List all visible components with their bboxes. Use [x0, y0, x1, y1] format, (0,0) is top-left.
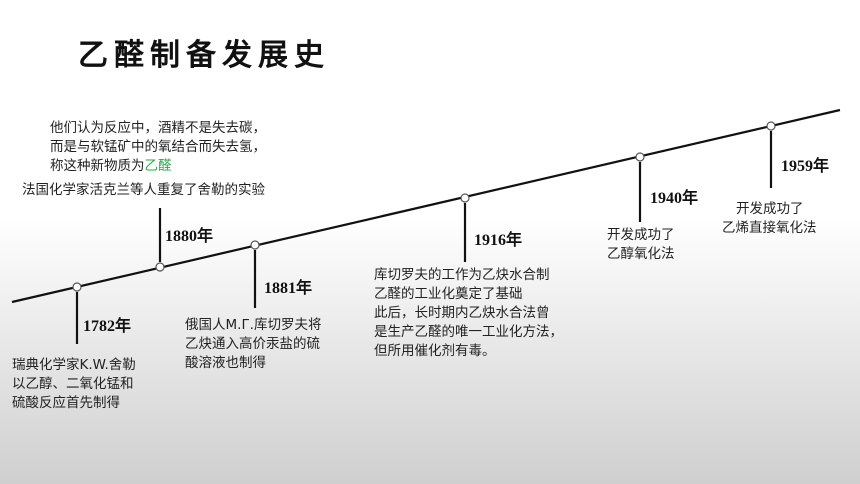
event-desc-line: 乙炔通入高价汞盐的硫	[185, 336, 320, 352]
event-desc-1881: 俄国人M.Г.库切罗夫将 乙炔通入高价汞盐的硫 酸溶液也制得	[185, 316, 321, 373]
event-desc-line: 乙烯直接氧化法	[722, 220, 817, 236]
event-desc-line: 但所用催化剂有毒。	[374, 343, 496, 359]
event-node-1782	[72, 282, 82, 292]
event-desc-line: 硫酸反应首先制得	[12, 395, 120, 411]
timeline-axis	[11, 108, 841, 304]
event-desc-1959: 开发成功了 乙烯直接氧化法	[722, 200, 817, 238]
event-desc-1782: 瑞典化学家K.W.舍勒 以乙醇、二氧化锰和 硫酸反应首先制得	[12, 356, 136, 413]
event-node-1881	[250, 240, 260, 250]
event-year-1881: 1881年	[264, 280, 313, 297]
event-desc-line: 乙醛的工业化奠定了基础	[374, 286, 523, 302]
event-desc-text: 称这种新物质为	[50, 158, 145, 174]
event-node-1916	[460, 193, 470, 203]
event-desc-line: 他们认为反应中，酒精不是失去碳，	[50, 120, 266, 136]
event-desc-line: 俄国人M.Г.库切罗夫将	[185, 317, 322, 333]
event-year-1959: 1959年	[781, 158, 830, 175]
event-desc-line: 而是与软锰矿中的氧结合而失去氢，	[50, 139, 266, 155]
event-desc-1916: 库切罗夫的工作为乙炔水合制 乙醛的工业化奠定了基础 此后，长时期内乙炔水合法曾 …	[374, 266, 563, 361]
event-desc-line: 乙醇氧化法	[607, 246, 675, 262]
event-year-1880: 1880年	[165, 228, 214, 245]
event-desc-line: 是生产乙醛的唯一工业化方法，	[374, 324, 563, 340]
event-desc-line: 酸溶液也制得	[185, 355, 266, 371]
event-desc-line: 称这种新物质为乙醛	[50, 157, 266, 176]
event-year-1940: 1940年	[650, 190, 699, 207]
highlight-term: 乙醛	[144, 158, 172, 174]
event-desc-1880: 他们认为反应中，酒精不是失去碳， 而是与软锰矿中的氧结合而失去氢， 称这种新物质…	[50, 119, 266, 176]
event-desc-1940: 开发成功了 乙醇氧化法	[607, 226, 675, 264]
page-title: 乙醛制备发展史	[78, 38, 330, 73]
event-year-1916: 1916年	[474, 232, 523, 249]
event-node-1940	[635, 152, 645, 162]
event-extra-1880: 法国化学家活克兰等人重复了舍勒的实验	[22, 182, 265, 198]
event-node-1959	[766, 121, 776, 131]
event-desc-line: 此后，长时期内乙炔水合法曾	[374, 305, 550, 321]
event-node-1880	[155, 262, 165, 272]
event-desc-line: 开发成功了	[607, 227, 675, 243]
event-year-1782: 1782年	[83, 318, 132, 335]
event-desc-line: 库切罗夫的工作为乙炔水合制	[374, 267, 550, 283]
event-desc-line: 瑞典化学家K.W.舍勒	[12, 357, 136, 373]
event-desc-line: 以乙醇、二氧化锰和	[12, 376, 134, 392]
event-desc-line: 开发成功了	[736, 201, 804, 217]
